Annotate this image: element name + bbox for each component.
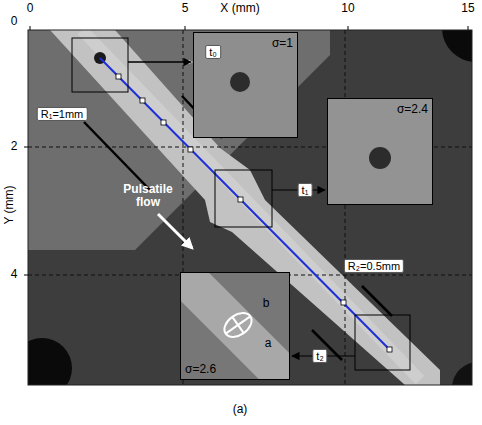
axis-title: Y (mm): [3, 185, 16, 224]
axis-letter: b: [263, 297, 270, 310]
time-label: t₀: [205, 45, 221, 59]
tick-label: 5: [182, 2, 189, 15]
tick-label: 10: [341, 2, 354, 15]
tick-label: 15: [461, 2, 474, 15]
radius-label: R₂=0.5mm: [344, 259, 404, 273]
image-ground: [28, 30, 472, 385]
flow-arrow: [158, 214, 192, 248]
sigma-value: σ=2.6: [185, 362, 216, 376]
axis-title: X (mm): [220, 2, 259, 15]
sigma-value: σ=1: [272, 36, 293, 50]
radius-label: R₁=1mm: [37, 107, 88, 121]
tick-label: 4: [11, 268, 18, 281]
time-label: t₁: [298, 183, 313, 197]
axis-letter: a: [265, 337, 272, 350]
tick-label: 2: [11, 140, 18, 153]
tick-label: 0: [11, 15, 18, 28]
figure-caption: (a): [233, 403, 248, 416]
flow-label: Pulsatile flow: [119, 183, 177, 209]
inset-images: [160, 32, 433, 402]
sigma-value: σ=2.4: [397, 102, 428, 116]
inset-arrows: [128, 62, 355, 356]
axis-ticks: [24, 26, 468, 275]
inset-box: σ=2.6: [180, 272, 290, 380]
inset-box: σ=2.4: [327, 98, 433, 205]
tick-label: 0: [27, 2, 34, 15]
time-label: t₂: [312, 349, 327, 363]
